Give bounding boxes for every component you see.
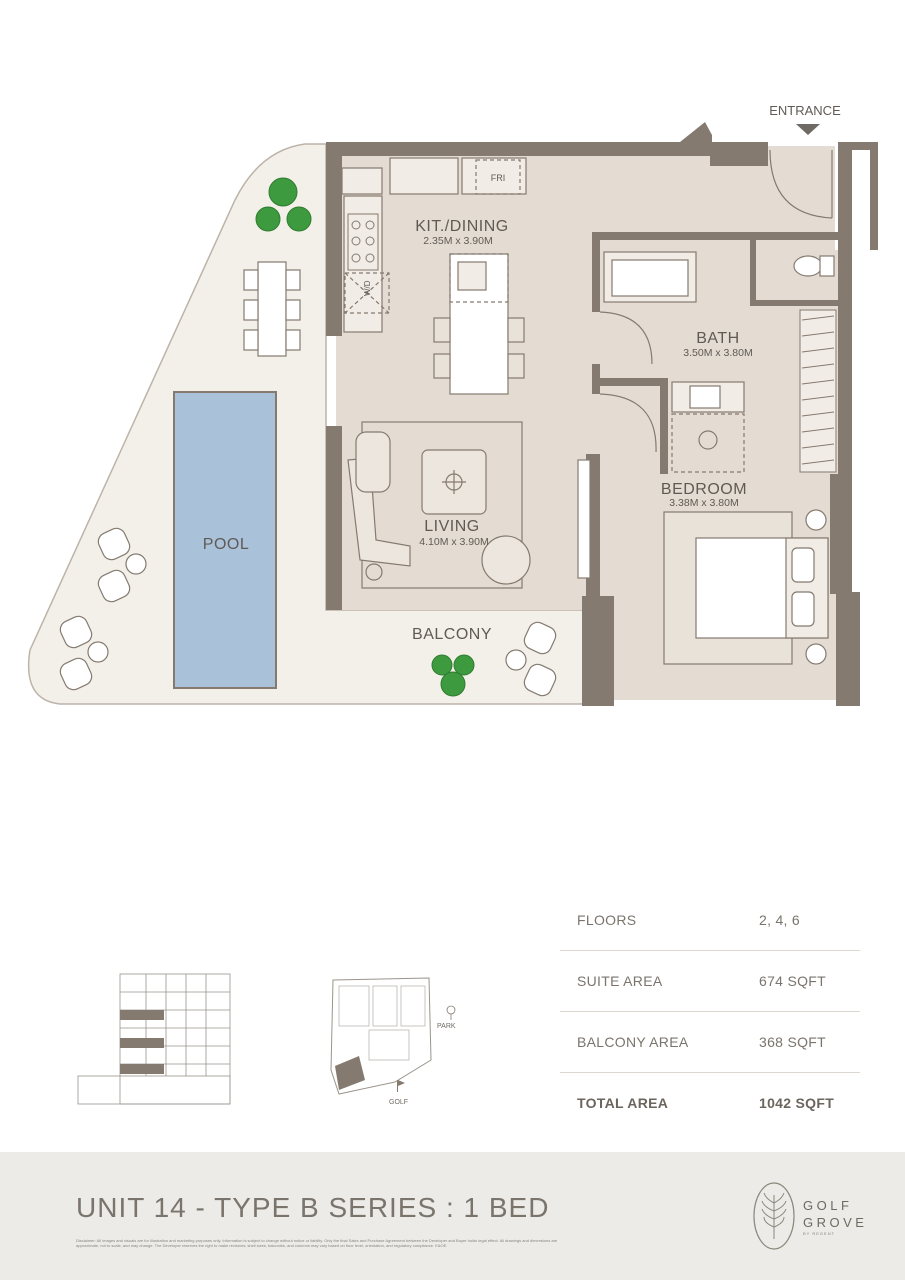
tv-unit: [577, 459, 591, 579]
disclaimer-text: Disclaimer: All images and visuals are f…: [76, 1238, 558, 1248]
coffee-table: [421, 449, 487, 515]
key-plan: PARK GOLF: [330, 977, 456, 1106]
park-label: PARK: [437, 1023, 456, 1030]
spec-label: FLOORS: [577, 912, 637, 928]
pool: [173, 391, 277, 689]
logo-subline: BY REGENT: [803, 1231, 836, 1236]
bath-dims: 3.50M x 3.80M: [683, 347, 752, 359]
entrance-arrow-icon: [796, 124, 820, 135]
kitchen-island: [433, 253, 525, 395]
fridge-label: FRI: [491, 173, 506, 183]
terrace-area: [27, 143, 587, 705]
golf-flag-icon: [397, 1080, 405, 1092]
plant-icon: [255, 177, 312, 232]
logo-wordmark-golf: GOLF: [803, 1198, 853, 1213]
stove-icon: [347, 213, 379, 271]
bath-door: [599, 311, 653, 365]
bedroom-title: BEDROOM: [661, 481, 747, 498]
footer-band: UNIT 14 - TYPE B SERIES : 1 BED Disclaim…: [0, 1152, 905, 1280]
spec-value: 1042 SQFT: [759, 1095, 835, 1111]
bathtub: [603, 251, 697, 303]
sofa: [347, 421, 523, 589]
kitchen-dims: 2.35M x 3.90M: [423, 235, 492, 247]
spec-row-suite-area: SUITE AREA 674 SQFT: [560, 951, 860, 1012]
spec-row-floors: FLOORS 2, 4, 6: [560, 890, 860, 951]
bedroom-dims: 3.38M x 3.80M: [669, 497, 738, 509]
spec-label: SUITE AREA: [577, 973, 663, 989]
pool-title: POOL: [203, 536, 249, 553]
fridge: [475, 159, 521, 195]
kitchen-title: KIT./DINING: [415, 218, 509, 235]
living-title: LIVING: [424, 518, 479, 535]
armchair: [365, 535, 531, 585]
park-tree-icon: [446, 1005, 456, 1020]
area-spec-table: FLOORS 2, 4, 6 SUITE AREA 674 SQFT BALCO…: [560, 890, 860, 1133]
spec-value: 2, 4, 6: [759, 912, 801, 928]
bedroom-door: [599, 393, 657, 453]
balcony-title: BALCONY: [412, 626, 492, 643]
outdoor-dining-table: [243, 261, 301, 357]
golf-grove-leaf-logo: [753, 1182, 795, 1250]
unit-title: UNIT 14 - TYPE B SERIES : 1 BED: [76, 1192, 550, 1223]
washer-dryer: [344, 272, 390, 314]
spec-label: TOTAL AREA: [577, 1095, 669, 1111]
lounge-chairs: [59, 527, 557, 697]
entrance-door: [769, 149, 833, 219]
bath-title: BATH: [696, 330, 739, 347]
building-elevation: [77, 973, 231, 1105]
plant-icon: [431, 654, 475, 697]
entrance-label: ENTRANCE: [769, 103, 841, 118]
vanity: [671, 381, 745, 413]
walls: [326, 122, 878, 706]
washer-dryer-label: W/D: [363, 280, 372, 296]
golf-label: GOLF: [389, 1099, 408, 1106]
floor-plan: ENTRANCE FRI W/D KIT./DINING 2.35M x 3.9…: [27, 103, 878, 706]
living-dims: 4.10M x 3.90M: [419, 536, 488, 548]
toilet: [793, 255, 835, 277]
wardrobe: [799, 309, 837, 473]
spec-value: 674 SQFT: [759, 973, 826, 989]
kitchen-counter: [341, 157, 527, 333]
spec-row-total-area: TOTAL AREA 1042 SQFT: [560, 1073, 860, 1133]
spec-row-balcony-area: BALCONY AREA 368 SQFT: [560, 1012, 860, 1073]
shower: [671, 413, 745, 473]
spec-value: 368 SQFT: [759, 1034, 826, 1050]
bed: [663, 509, 829, 665]
logo-wordmark-grove: GROVE: [803, 1215, 868, 1230]
spec-label: BALCONY AREA: [577, 1034, 689, 1050]
